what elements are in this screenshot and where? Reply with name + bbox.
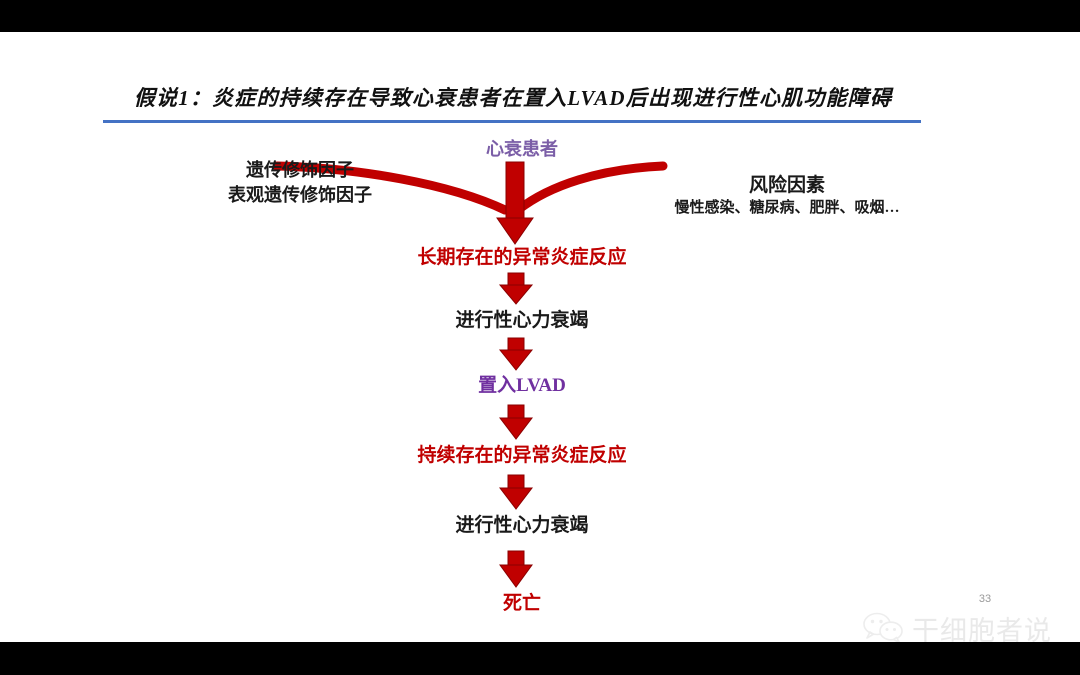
risk-factors-title: 风险因素 <box>748 175 825 196</box>
title-underline-rule <box>103 120 921 123</box>
flow-step-lvad-implantation: 置入LVAD <box>478 375 566 396</box>
genetic-factors-block: 遗传修饰因子 表观遗传修饰因子 <box>160 158 440 208</box>
hf-patient-label: 心衰患者 <box>486 139 558 159</box>
flow-step-persistent-inflammation: 持续存在的异常炎症反应 <box>417 445 627 466</box>
risk-factors-detail: 慢性感染、糖尿病、肥胖、吸烟… <box>674 200 900 216</box>
watermark: 干细胞者说 <box>862 604 1074 642</box>
wechat-icon <box>863 612 903 642</box>
flow-step-progressive-heart-failure-1: 进行性心力衰竭 <box>455 310 589 331</box>
slide-title: 假说1：炎症的持续存在导致心衰患者在置入LVAD后出现进行性心肌功能障碍 <box>133 86 893 110</box>
watermark-text: 干细胞者说 <box>912 615 1052 643</box>
genetic-factors-line1: 遗传修饰因子 <box>246 160 354 180</box>
slide-canvas: 假说1：炎症的持续存在导致心衰患者在置入LVAD后出现进行性心肌功能障碍 <box>0 32 1080 642</box>
letterbox-bottom <box>0 642 1080 675</box>
flow-step-chronic-inflammation: 长期存在的异常炎症反应 <box>417 247 627 268</box>
page-number: 33 <box>978 593 992 605</box>
genetic-factors-line2: 表观遗传修饰因子 <box>228 185 372 205</box>
letterbox-top <box>0 0 1080 32</box>
flow-arrows <box>272 161 668 588</box>
flow-step-death: 死亡 <box>502 593 541 614</box>
flow-step-progressive-heart-failure-2: 进行性心力衰竭 <box>455 515 589 536</box>
